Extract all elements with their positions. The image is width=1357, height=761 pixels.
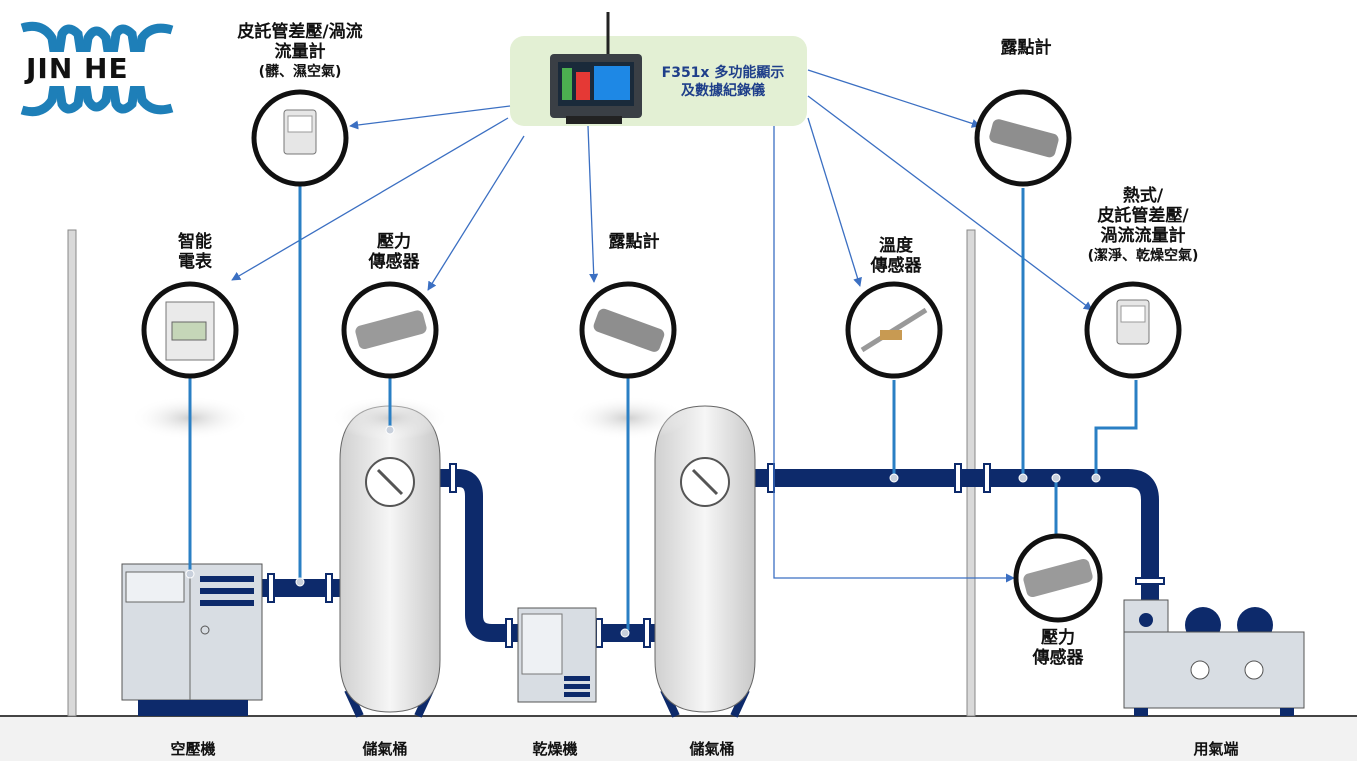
- label-pressure-2-line1: 壓力: [1041, 628, 1075, 648]
- label-dewpoint-2: 露點計: [988, 38, 1064, 58]
- logo-text: JIN HE: [26, 52, 129, 85]
- tank-2: [654, 405, 756, 718]
- dryer-unit: [517, 607, 597, 703]
- label-dewpoint-1: 露點計: [596, 232, 672, 252]
- sensor-circle-pitot-top: [251, 89, 349, 187]
- signal-arrows: [231, 69, 1093, 583]
- sensor-circle-temperature: [845, 281, 943, 379]
- label-thermal-flow-line4: (潔淨、乾燥空氣): [1087, 248, 1199, 264]
- label-temperature: 溫度 傳感器: [858, 236, 934, 276]
- label-thermal-flow-line2: 皮託管差壓/: [1097, 206, 1189, 226]
- sensor-taps: [185, 425, 1101, 638]
- label-pressure-1-line1: 壓力: [377, 232, 411, 252]
- label-pressure-1-line2: 傳感器: [368, 252, 420, 272]
- label-temperature-line1: 溫度: [879, 236, 913, 256]
- label-pitot-top-line3: (髒、濕空氣): [258, 64, 342, 80]
- label-tank-1: 儲氣桶: [362, 740, 408, 758]
- label-power-meter: 智能 電表: [160, 232, 230, 272]
- label-pressure-2: 壓力 傳感器: [1020, 628, 1096, 668]
- label-pitot-top: 皮託管差壓/渦流 流量計 (髒、濕空氣): [222, 22, 378, 82]
- label-dewpoint-1-line1: 露點計: [608, 232, 660, 252]
- sensor-circle-power-meter: [141, 281, 239, 379]
- label-pitot-top-line2: 流量計: [274, 42, 326, 62]
- data-logger-device: [510, 12, 807, 126]
- logger-label: F351x 多功能顯示 及數據紀錄儀: [648, 64, 798, 100]
- logger-label-line2: 及數據紀錄儀: [681, 83, 765, 99]
- label-compressor: 空壓機: [170, 740, 216, 758]
- wall-left: [67, 229, 77, 717]
- logger-label-line1: F351x 多功能顯示: [661, 65, 785, 81]
- sensor-circle-dewpoint-1: [579, 281, 677, 379]
- label-pressure-2-line2: 傳感器: [1032, 648, 1084, 668]
- tank-1: [339, 405, 441, 718]
- label-end-use: 用氣端: [1193, 740, 1239, 758]
- sensor-shadows: [130, 396, 688, 440]
- sensor-circle-pressure-2: [1013, 533, 1103, 623]
- sensor-circle-pressure-1: [341, 281, 439, 379]
- label-pitot-top-line1: 皮託管差壓/渦流: [237, 22, 363, 42]
- label-pressure-1: 壓力 傳感器: [356, 232, 432, 272]
- sensor-circle-thermal-flow: [1084, 281, 1182, 379]
- signal-wires: [188, 184, 1138, 630]
- label-thermal-flow-line1: 熱式/: [1122, 186, 1164, 206]
- label-dewpoint-2-line1: 露點計: [1000, 38, 1052, 58]
- jinhe-logo: [20, 21, 174, 117]
- label-power-meter-line2: 電表: [178, 252, 212, 272]
- end-use-station: [1123, 599, 1305, 716]
- label-thermal-flow-line3: 渦流流量計: [1100, 226, 1186, 246]
- label-tank-2: 儲氣桶: [689, 740, 735, 758]
- sensor-circle-dewpoint-2: [974, 89, 1072, 187]
- label-temperature-line2: 傳感器: [870, 256, 922, 276]
- label-power-meter-line1: 智能: [178, 232, 212, 252]
- label-thermal-flow: 熱式/ 皮託管差壓/ 渦流流量計 (潔淨、乾燥空氣): [1068, 186, 1218, 266]
- label-dryer: 乾燥機: [532, 740, 578, 758]
- ground: [0, 715, 1357, 761]
- compressor-unit: [121, 563, 263, 716]
